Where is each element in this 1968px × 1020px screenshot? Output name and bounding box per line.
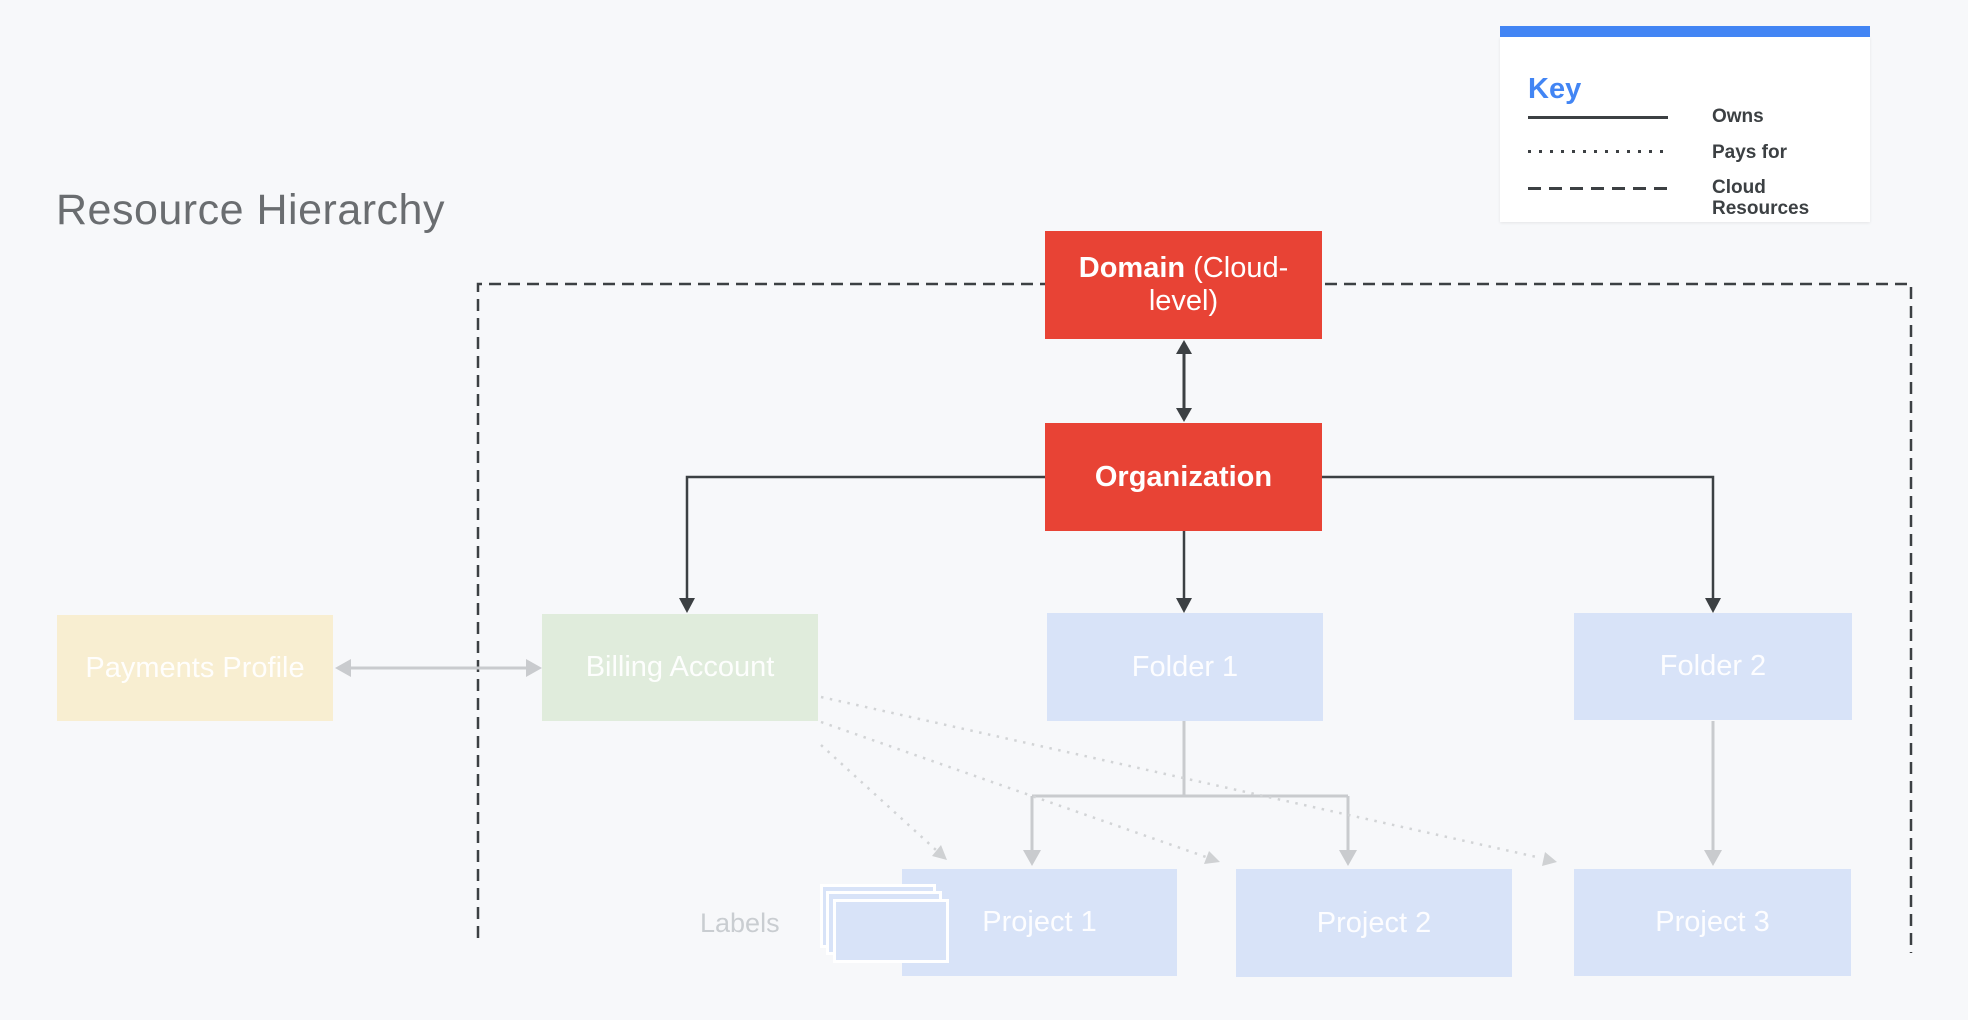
node-project1-label: Project 1 (982, 906, 1097, 938)
node-project3: Project 3 (1574, 869, 1851, 976)
owns-arrow-organization-folder1 (1176, 531, 1192, 613)
page-title: Resource Hierarchy (56, 186, 445, 234)
key-label-cloud-resources: Cloud Resources (1712, 177, 1810, 219)
node-folder1: Folder 1 (1047, 613, 1323, 721)
node-domain-label-suffix: (Cloud-level) (1148, 252, 1289, 317)
node-domain: Domain (Cloud-level) (1045, 231, 1322, 339)
arrow-folder2-project3 (1704, 721, 1722, 866)
pays-for-line-project2 (820, 720, 1220, 864)
node-folder2: Folder 2 (1574, 613, 1852, 720)
arrow-folder1-projects (1023, 721, 1357, 866)
labels-caption: Labels (700, 908, 780, 938)
owns-arrow-organization-billing (679, 475, 1045, 613)
key-sample-dotted-line (1528, 150, 1668, 153)
label-card-front-icon (833, 899, 949, 963)
node-folder1-label: Folder 1 (1131, 650, 1239, 683)
node-folder2-label: Folder 2 (1659, 650, 1767, 682)
key-sample-dashed-line (1528, 187, 1668, 190)
arrow-payments-billing (335, 659, 542, 677)
pays-for-line-project3 (820, 695, 1557, 866)
node-domain-label-bold: Domain (1078, 252, 1186, 284)
key-legend-accent-bar (1500, 26, 1870, 37)
key-label-pays-for: Pays for (1712, 142, 1787, 163)
key-legend: Key Owns Pays for Cloud Resources (1500, 26, 1870, 222)
node-billing-account-label: Billing Account (585, 651, 775, 683)
node-payments-profile: Payments Profile (57, 615, 333, 721)
owns-arrow-organization-folder2 (1322, 475, 1721, 613)
node-project2: Project 2 (1236, 869, 1512, 977)
pays-for-line-project1 (820, 744, 947, 860)
labels-stack-icon (820, 884, 956, 970)
node-project3-label: Project 3 (1655, 906, 1770, 938)
node-payments-profile-label: Payments Profile (85, 651, 305, 684)
owns-arrow-domain-organization (1176, 340, 1192, 422)
node-organization-label: Organization (1094, 460, 1273, 493)
key-sample-solid-line (1528, 116, 1668, 119)
node-organization: Organization (1045, 423, 1322, 531)
node-project2-label: Project 2 (1316, 906, 1432, 939)
key-label-owns: Owns (1712, 106, 1764, 127)
key-legend-title: Key (1528, 73, 1582, 105)
node-billing-account: Billing Account (542, 614, 818, 721)
